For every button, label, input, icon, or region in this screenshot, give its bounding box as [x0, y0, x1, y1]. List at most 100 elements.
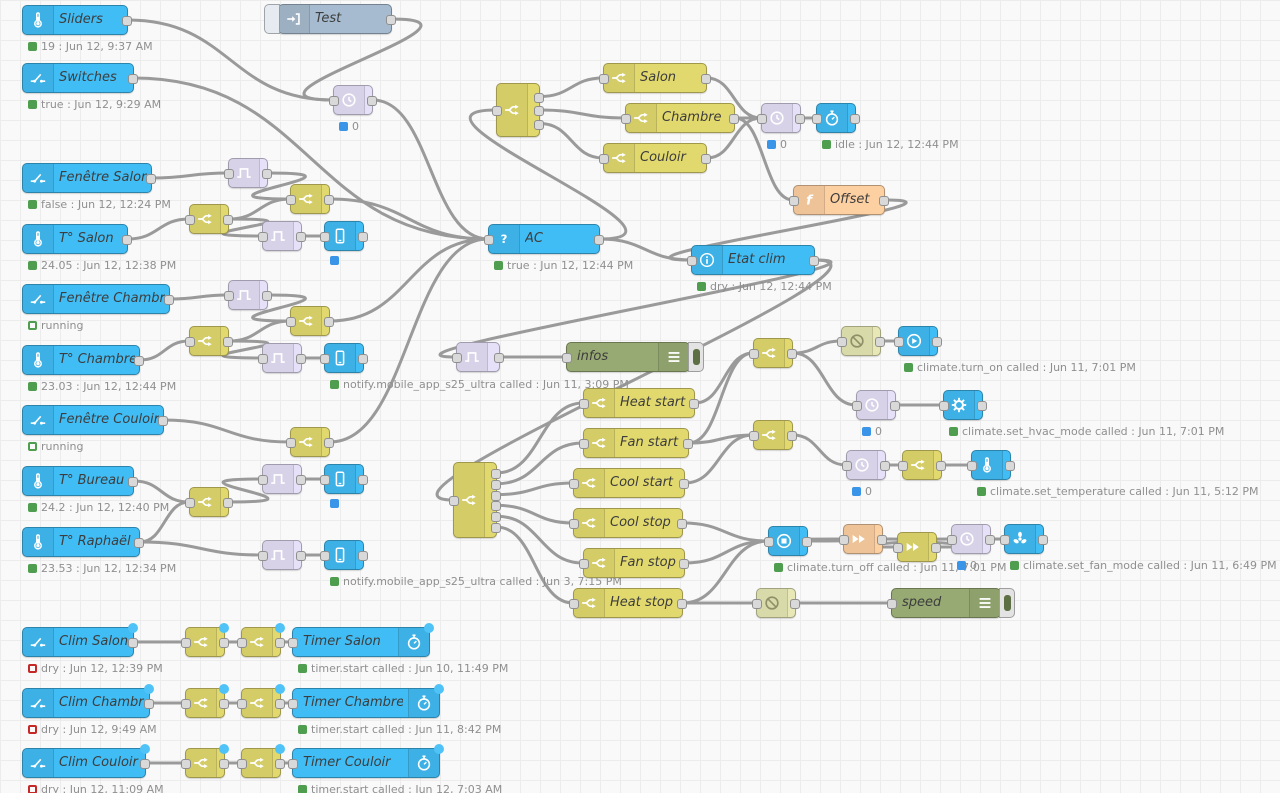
port-input[interactable] — [579, 399, 589, 409]
port-input[interactable] — [449, 496, 459, 506]
port-output[interactable] — [296, 551, 306, 561]
port-output[interactable] — [850, 114, 860, 124]
port-output[interactable] — [223, 215, 233, 225]
port-output[interactable] — [1038, 535, 1048, 545]
node-test[interactable]: Test — [264, 4, 396, 34]
port-input[interactable] — [599, 154, 609, 164]
port-output[interactable] — [729, 114, 739, 124]
port-input[interactable] — [967, 461, 977, 471]
port-output[interactable] — [931, 543, 941, 553]
port-output[interactable] — [219, 699, 229, 709]
port-output[interactable] — [140, 759, 150, 769]
node-sw_bs2[interactable] — [237, 623, 285, 657]
port-input[interactable] — [749, 349, 759, 359]
node-infos[interactable]: infos — [562, 342, 704, 372]
inject-button[interactable] — [264, 4, 280, 34]
port-input[interactable] — [764, 537, 774, 547]
port-output[interactable] — [534, 119, 544, 130]
port-output[interactable] — [122, 235, 132, 245]
port-output[interactable] — [146, 174, 156, 184]
port-output[interactable] — [324, 195, 334, 205]
port-input[interactable] — [837, 337, 847, 347]
port-output[interactable] — [144, 699, 154, 709]
port-output[interactable] — [977, 401, 987, 411]
port-output[interactable] — [879, 196, 889, 206]
node-trig_k2[interactable] — [258, 464, 306, 494]
port-output[interactable] — [877, 535, 887, 545]
port-input[interactable] — [621, 114, 631, 124]
node-sw_bc1[interactable] — [181, 684, 229, 718]
port-input[interactable] — [452, 353, 462, 363]
node-notify_k[interactable] — [320, 464, 368, 508]
node-sw_tr[interactable] — [492, 83, 544, 137]
port-output[interactable] — [223, 498, 233, 508]
node-ff_yellow[interactable] — [893, 532, 941, 562]
port-output[interactable] — [1005, 461, 1015, 471]
port-output[interactable] — [787, 349, 797, 359]
node-chambre[interactable]: Chambre — [621, 103, 739, 133]
port-input[interactable] — [492, 106, 502, 116]
port-input[interactable] — [286, 195, 296, 205]
port-input[interactable] — [947, 535, 957, 545]
port-input[interactable] — [562, 353, 572, 363]
node-notify_r[interactable]: notify.mobile_app_s25_ultra called : Jun… — [320, 540, 622, 588]
port-output[interactable] — [219, 638, 229, 648]
node-toggle-button[interactable] — [688, 342, 704, 372]
node-sw_r3[interactable] — [898, 450, 946, 480]
port-input[interactable] — [258, 354, 268, 364]
port-input[interactable] — [893, 543, 903, 553]
port-input[interactable] — [569, 479, 579, 489]
port-input[interactable] — [320, 475, 330, 485]
port-output[interactable] — [491, 479, 501, 490]
node-speed[interactable]: speed — [887, 588, 1015, 618]
port-output[interactable] — [809, 256, 819, 266]
node-trig_s2[interactable] — [258, 221, 306, 251]
node-trig_c[interactable] — [224, 280, 272, 310]
port-input[interactable] — [569, 599, 579, 609]
port-input[interactable] — [752, 599, 762, 609]
node-fan_srv[interactable]: climate.set_fan_mode called : Jun 11, 6:… — [1000, 524, 1277, 572]
port-output[interactable] — [679, 479, 689, 489]
port-input[interactable] — [842, 461, 852, 471]
node-ban2[interactable] — [752, 588, 800, 618]
node-thermo_srv[interactable]: climate.set_temperature called : Jun 11,… — [967, 450, 1259, 498]
node-couloir[interactable]: Couloir — [599, 143, 711, 173]
port-output[interactable] — [875, 337, 885, 347]
node-fan_start[interactable]: Fan start — [579, 428, 693, 458]
port-input[interactable] — [579, 439, 589, 449]
node-sw_bk1[interactable] — [181, 744, 229, 778]
port-output[interactable] — [275, 759, 285, 769]
port-output[interactable] — [275, 699, 285, 709]
node-sw_big[interactable] — [449, 462, 501, 538]
port-output[interactable] — [296, 475, 306, 485]
port-input[interactable] — [329, 96, 339, 106]
node-sw_s_top[interactable] — [286, 184, 334, 214]
port-output[interactable] — [296, 232, 306, 242]
node-fan_stop[interactable]: Fan stop — [579, 548, 689, 578]
port-output[interactable] — [880, 461, 890, 471]
port-output[interactable] — [679, 559, 689, 569]
port-input[interactable] — [749, 431, 759, 441]
port-output[interactable] — [491, 523, 501, 534]
port-output[interactable] — [701, 154, 711, 164]
port-output[interactable] — [491, 468, 501, 479]
port-output[interactable] — [358, 232, 368, 242]
node-trig_infos[interactable] — [452, 342, 504, 372]
node-sw_r2[interactable] — [749, 420, 797, 450]
port-output[interactable] — [296, 354, 306, 364]
port-input[interactable] — [687, 256, 697, 266]
node-sw_k_top[interactable] — [286, 427, 334, 457]
port-output[interactable] — [223, 337, 233, 347]
port-output[interactable] — [262, 291, 272, 301]
port-input[interactable] — [237, 699, 247, 709]
